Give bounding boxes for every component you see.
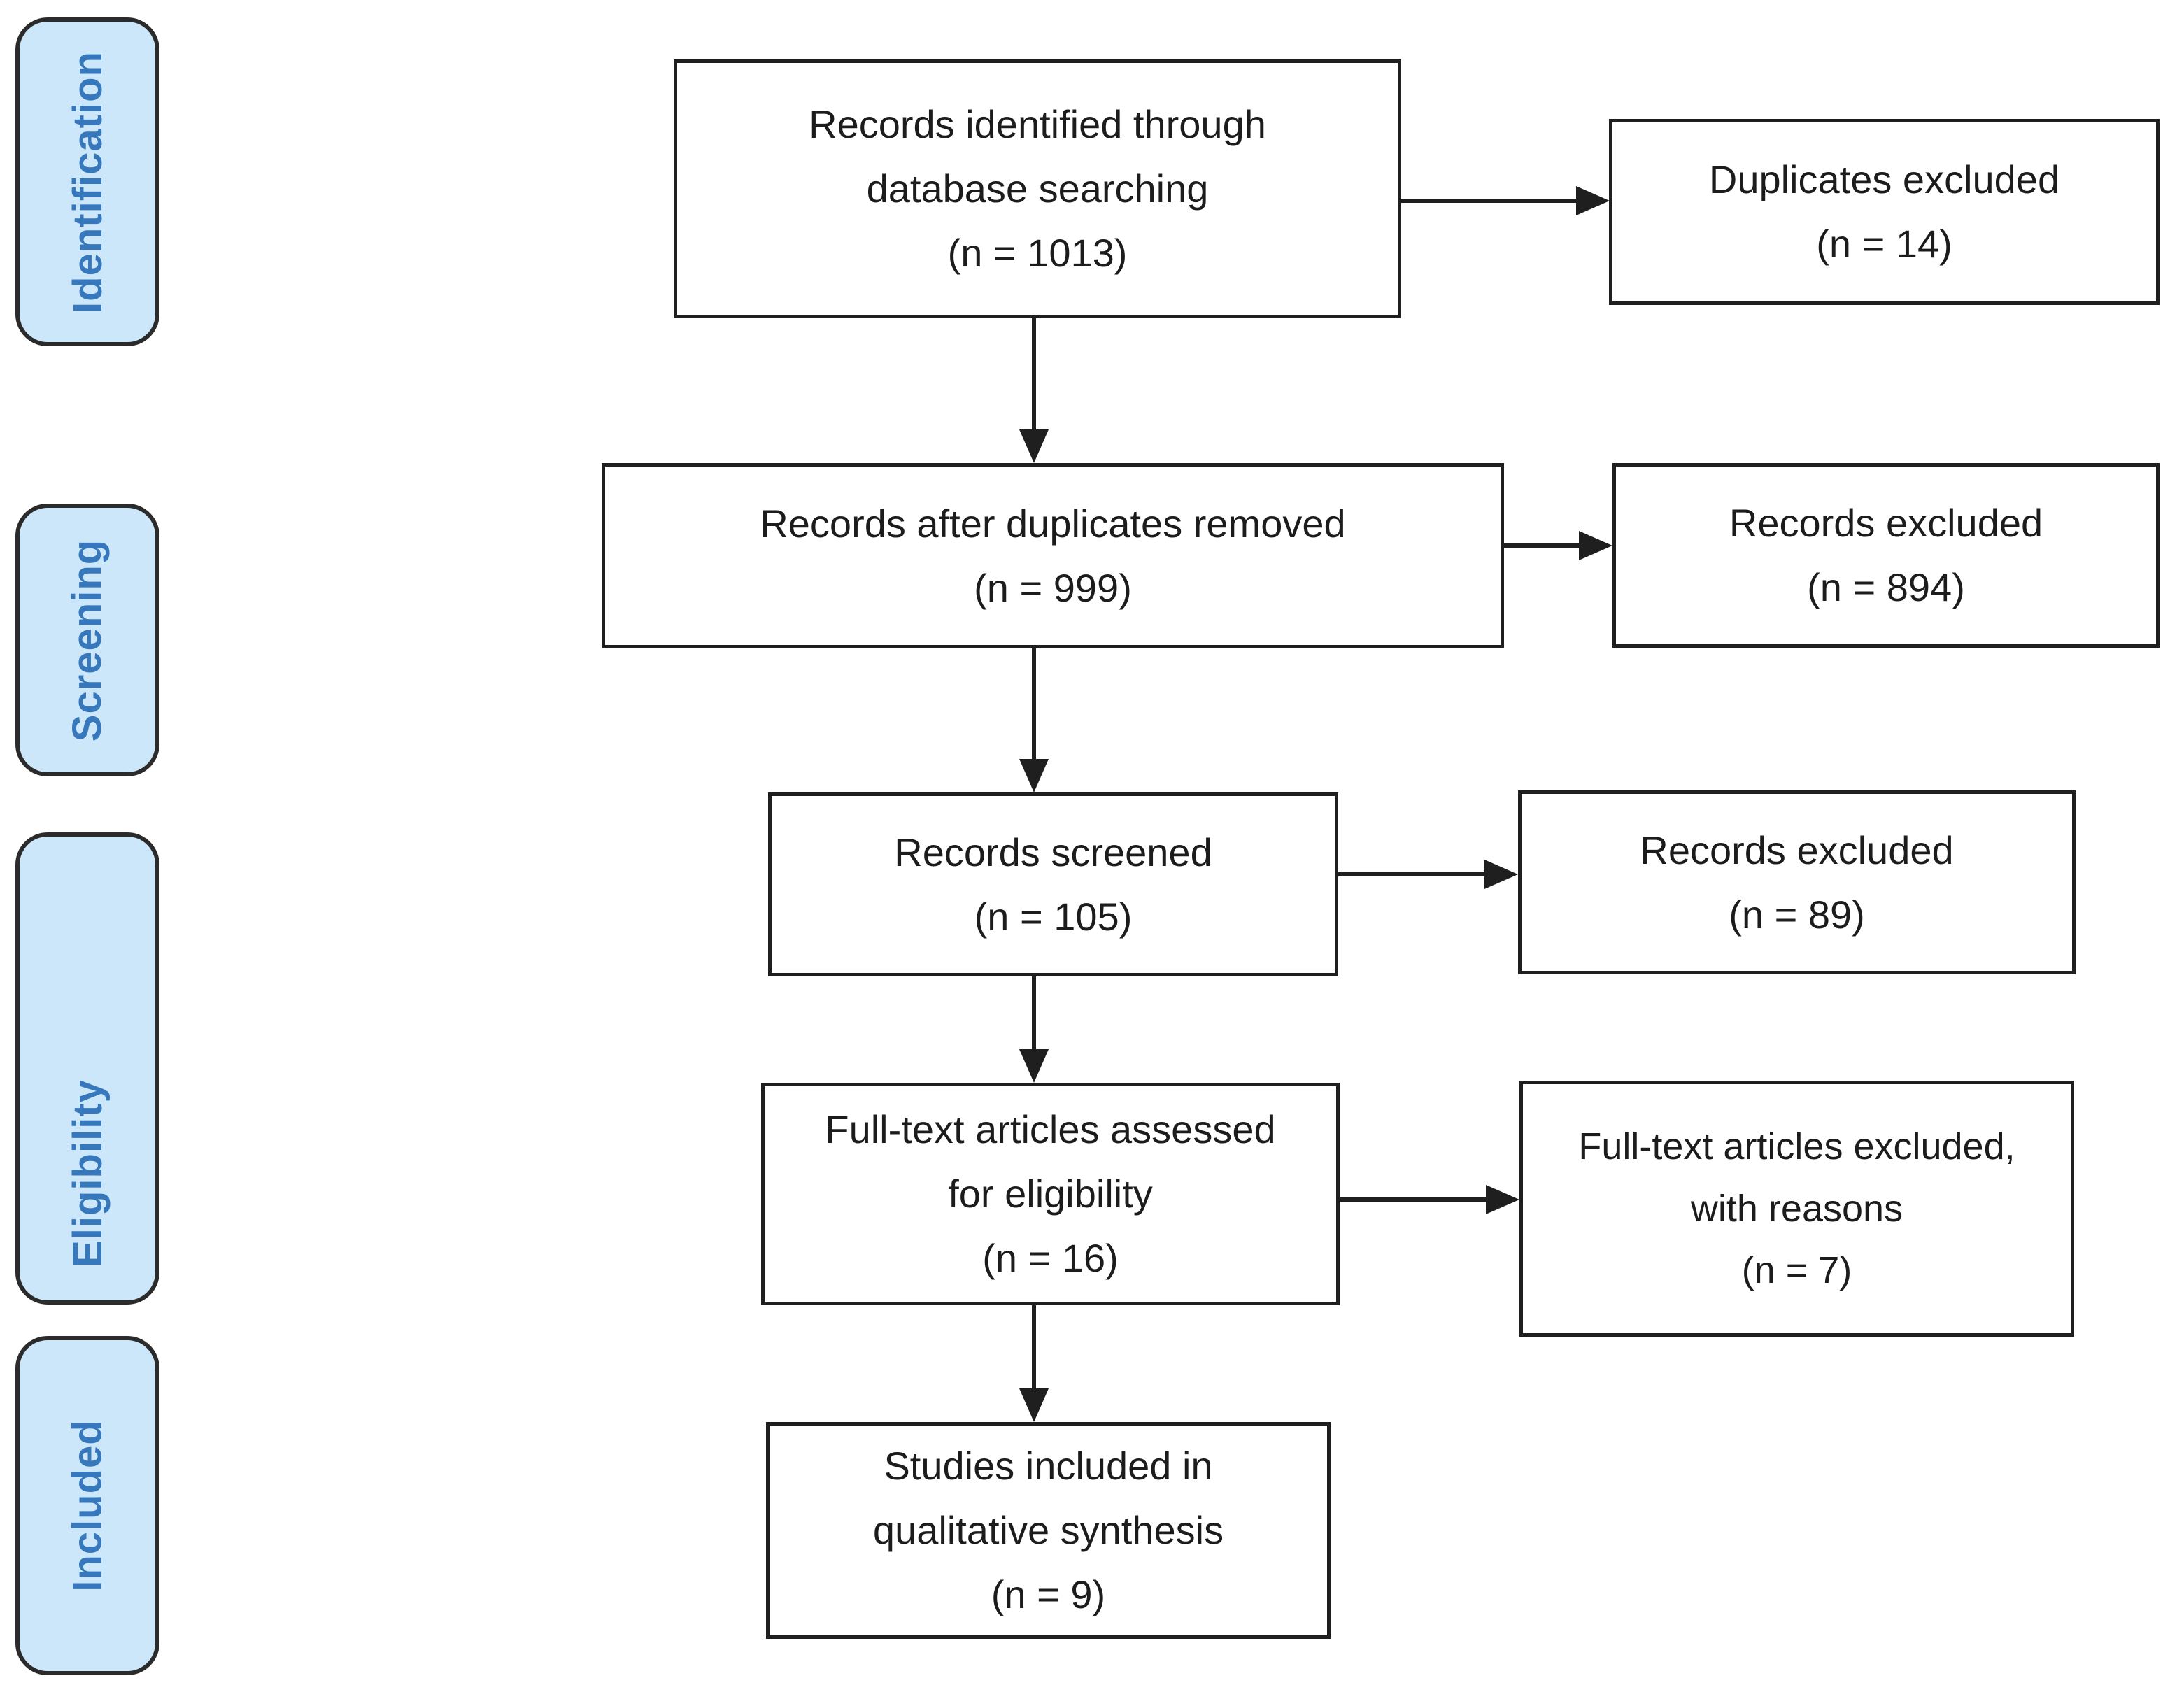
box-text-line: Records after duplicates removed [760, 501, 1346, 546]
arrow-line [1032, 318, 1036, 430]
stage-label-identification: Identification [64, 50, 111, 313]
stage-pill-screening: Screening [15, 504, 159, 776]
stage-pill-eligibility: Eligibility [15, 832, 159, 1305]
box-text-line: (n = 9) [991, 1572, 1106, 1616]
flow-box-fulltext-assessed: Full-text articles assessed for eligibil… [761, 1083, 1340, 1305]
stage-pill-identification: Identification [15, 17, 159, 346]
arrowhead-down-icon [1019, 429, 1049, 463]
flow-box-fulltext-excluded: Full-text articles excluded, with reason… [1519, 1081, 2074, 1337]
flow-box-records-identified: Records identified through database sear… [674, 59, 1401, 318]
box-text-line: Records excluded [1640, 827, 1954, 872]
box-text-line: with reasons [1690, 1187, 1903, 1230]
flow-box-duplicates-excluded: Duplicates excluded (n = 14) [1609, 119, 2160, 305]
box-text-line: (n = 7) [1741, 1249, 1852, 1292]
arrow-line [1340, 1197, 1487, 1202]
box-text-line: database searching [866, 166, 1209, 211]
arrowhead-right-icon [1576, 186, 1610, 215]
box-text-line: (n = 14) [1816, 222, 1952, 266]
box-text-line: (n = 1013) [947, 230, 1128, 275]
box-text-line: for eligibility [948, 1172, 1153, 1216]
stage-label-eligibility: Eligibility [64, 1079, 111, 1267]
arrowhead-right-icon [1579, 531, 1612, 560]
box-text-line: Records excluded [1729, 501, 2043, 546]
arrow-line [1504, 543, 1580, 548]
arrow-line [1401, 199, 1577, 203]
flow-box-records-screened: Records screened (n = 105) [768, 792, 1338, 976]
box-text-line: (n = 89) [1729, 892, 1865, 937]
arrowhead-down-icon [1019, 1049, 1049, 1083]
stage-pill-included: Included [15, 1336, 159, 1675]
arrow-line [1032, 976, 1036, 1050]
box-text-line: (n = 105) [974, 894, 1133, 939]
box-text-line: Studies included in [884, 1444, 1213, 1488]
box-text-line: Records screened [894, 830, 1212, 874]
box-text-line: (n = 999) [974, 565, 1132, 610]
arrowhead-down-icon [1019, 1388, 1049, 1422]
box-text-line: Full-text articles excluded, [1578, 1125, 2015, 1168]
flow-box-records-after-duplicates: Records after duplicates removed (n = 99… [602, 463, 1504, 648]
stage-label-included: Included [64, 1419, 111, 1592]
arrowhead-right-icon [1484, 860, 1518, 889]
box-text-line: (n = 16) [982, 1235, 1119, 1280]
arrow-line [1338, 872, 1485, 876]
box-text-line: Duplicates excluded [1708, 157, 2060, 202]
flow-box-studies-included: Studies included in qualitative synthesi… [766, 1422, 1331, 1639]
box-text-line: qualitative synthesis [872, 1508, 1224, 1553]
stage-label-screening: Screening [64, 539, 111, 741]
arrow-line [1032, 648, 1036, 760]
arrow-line [1032, 1305, 1036, 1389]
arrowhead-right-icon [1486, 1185, 1519, 1214]
box-text-line: Records identified through [809, 102, 1266, 147]
box-text-line: (n = 894) [1807, 565, 1965, 609]
flow-box-records-excluded-894: Records excluded (n = 894) [1612, 463, 2160, 648]
flow-box-records-excluded-89: Records excluded (n = 89) [1518, 790, 2076, 974]
arrowhead-down-icon [1019, 759, 1049, 792]
box-text-line: Full-text articles assessed [825, 1107, 1276, 1152]
